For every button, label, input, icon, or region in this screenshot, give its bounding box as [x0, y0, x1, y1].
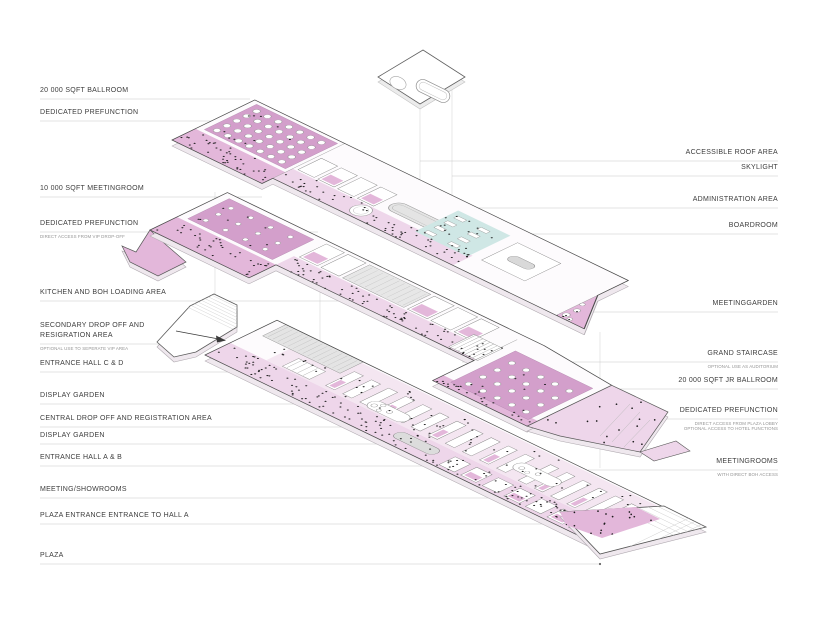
label-entrance-hall-a-b: ENTRANCE HALL A & B — [40, 453, 122, 463]
label-text: CENTRAL DROP OFF AND REGISTRATION AREA — [40, 415, 212, 422]
label-text: ACCESSIBLE ROOF AREA — [685, 149, 778, 156]
roof-skylight-capsule — [415, 79, 451, 103]
label-text: MEETINGGARDEN — [712, 300, 778, 307]
label-text: RESIGRATION AREA — [40, 332, 113, 339]
label-subtext-secondary-drop-off-and: OPTIONAL USE TO SEPERATE VIP AREA — [40, 346, 128, 351]
label-text: PLAZA — [40, 552, 64, 559]
label-dedicated-prefunction: DEDICATED PREFUNCTION — [40, 219, 138, 229]
secondary-dropoff-tip — [156, 293, 238, 358]
roof-fragment — [377, 49, 466, 105]
vip-prefunction-wing — [121, 229, 187, 277]
label-subtext-grand-staircase: OPTIONAL USE AS AUDITORIUM — [708, 364, 778, 369]
label-subtext-line: OPTIONAL ACCESS TO HOTEL FUNCTIONS — [683, 425, 778, 431]
label-text: PLAZA ENTRANCE ENTRANCE TO HALL A — [40, 512, 189, 519]
label-subtext-line: OPTIONAL USE AS AUDITORIUM — [707, 363, 778, 369]
label-administration-area: ADMINISTRATION AREA — [693, 195, 778, 205]
label-20-000-sqft-jr-ballroom: 20 000 SQFT JR BALLROOM — [678, 376, 778, 386]
label-text: DEDICATED PREFUNCTION — [679, 407, 778, 414]
label-subtext-line: DIRECT ACCESS FROM VIP DROP-OFF — [40, 233, 125, 239]
skylight-round — [349, 204, 373, 217]
level3-ballroom-floor — [171, 99, 629, 330]
label-subtext-line: WITH DIRECT BOH ACCESS — [717, 471, 778, 477]
label-text: ENTRANCE HALL A & B — [40, 454, 123, 461]
label-text: DISPLAY GARDEN — [40, 392, 105, 399]
label-10-000-sqft-meetingroom: 10 000 SQFT MEETINGROOM — [40, 184, 144, 194]
label-text: ENTRANCE HALL C & D — [40, 360, 124, 367]
label-text: MEETING/SHOWROOMS — [40, 486, 127, 493]
label-grand-staircase: GRAND STAIRCASE — [707, 349, 778, 359]
hotel-ramp — [639, 440, 691, 462]
label-meetinggarden: MEETINGGARDEN — [713, 299, 778, 309]
label-display-garden: DISPLAY GARDEN — [40, 431, 105, 441]
boardroom-table — [507, 255, 536, 270]
label-entrance-hall-c-d: ENTRANCE HALL C & D — [40, 359, 124, 369]
label-text: ADMINISTRATION AREA — [692, 196, 778, 203]
registration-desk — [393, 432, 440, 455]
roof-skylight-round — [389, 76, 407, 90]
label-subtext-line: OPTIONAL USE TO SEPERATE VIP AREA — [40, 345, 129, 351]
label-text: 20 000 SQFT BALLROOM — [40, 87, 129, 94]
jr-ballroom — [450, 350, 594, 420]
label-skylight: SKYLIGHT — [741, 163, 778, 173]
label-text: DEDICATED PREFUNCTION — [40, 220, 139, 227]
label-dedicated-prefunction: DEDICATED PREFUNCTION — [40, 108, 138, 118]
administration-area — [415, 210, 511, 257]
label-text: 10 000 SQFT MEETINGROOM — [40, 185, 144, 192]
label-text: KITCHEN AND BOH LOADING AREA — [40, 289, 167, 296]
jr-prefunction-apron — [526, 384, 669, 453]
plaza-entrance-flow — [560, 507, 660, 538]
label-dedicated-prefunction: DEDICATED PREFUNCTION — [680, 406, 778, 416]
label-central-drop-off-and-registration-area: CENTRAL DROP OFF AND REGISTRATION AREA — [40, 414, 212, 424]
label-subtext-meetingrooms: WITH DIRECT BOH ACCESS — [717, 472, 778, 477]
label-text: DEDICATED PREFUNCTION — [40, 109, 139, 116]
kitchen-boh — [342, 264, 432, 308]
label-boardroom: BOARDROOM — [729, 221, 778, 231]
label-text: 20 000 SQFT JR BALLROOM — [678, 377, 778, 384]
label-text: DISPLAY GARDEN — [40, 432, 105, 439]
label-secondary-drop-off-and: SECONDARY DROP OFF AND RESIGRATION AREA — [40, 321, 145, 341]
label-kitchen-and-boh-loading-area: KITCHEN AND BOH LOADING AREA — [40, 288, 166, 298]
level1-exhibition-floor — [204, 319, 665, 543]
label-subtext-line: DIRECT ACCESS FROM PLAZA LOBBY — [694, 420, 778, 426]
level2-meeting-floor — [149, 192, 613, 427]
label-plaza-entrance-entrance-to-hall-a: PLAZA ENTRANCE ENTRANCE TO HALL A — [40, 511, 189, 521]
label-meeting-showrooms: MEETING/SHOWROOMS — [40, 485, 127, 495]
label-text: BOARDROOM — [728, 222, 778, 229]
label-20-000-sqft-ballroom: 20 000 SQFT BALLROOM — [40, 86, 128, 96]
entry-arrow — [216, 335, 226, 343]
label-text: SECONDARY DROP OFF AND — [40, 322, 145, 329]
label-subtext-dedicated-prefunction: DIRECT ACCESS FROM VIP DROP-OFF — [40, 234, 125, 239]
label-plaza: PLAZA — [40, 551, 64, 561]
label-text: SKYLIGHT — [741, 164, 778, 171]
label-text: MEETINGROOMS — [716, 458, 778, 465]
label-display-garden: DISPLAY GARDEN — [40, 391, 105, 401]
label-meetingrooms: MEETINGROOMS — [716, 457, 778, 467]
label-accessible-roof-area: ACCESSIBLE ROOF AREA — [686, 148, 778, 158]
label-text: GRAND STAIRCASE — [707, 350, 778, 357]
